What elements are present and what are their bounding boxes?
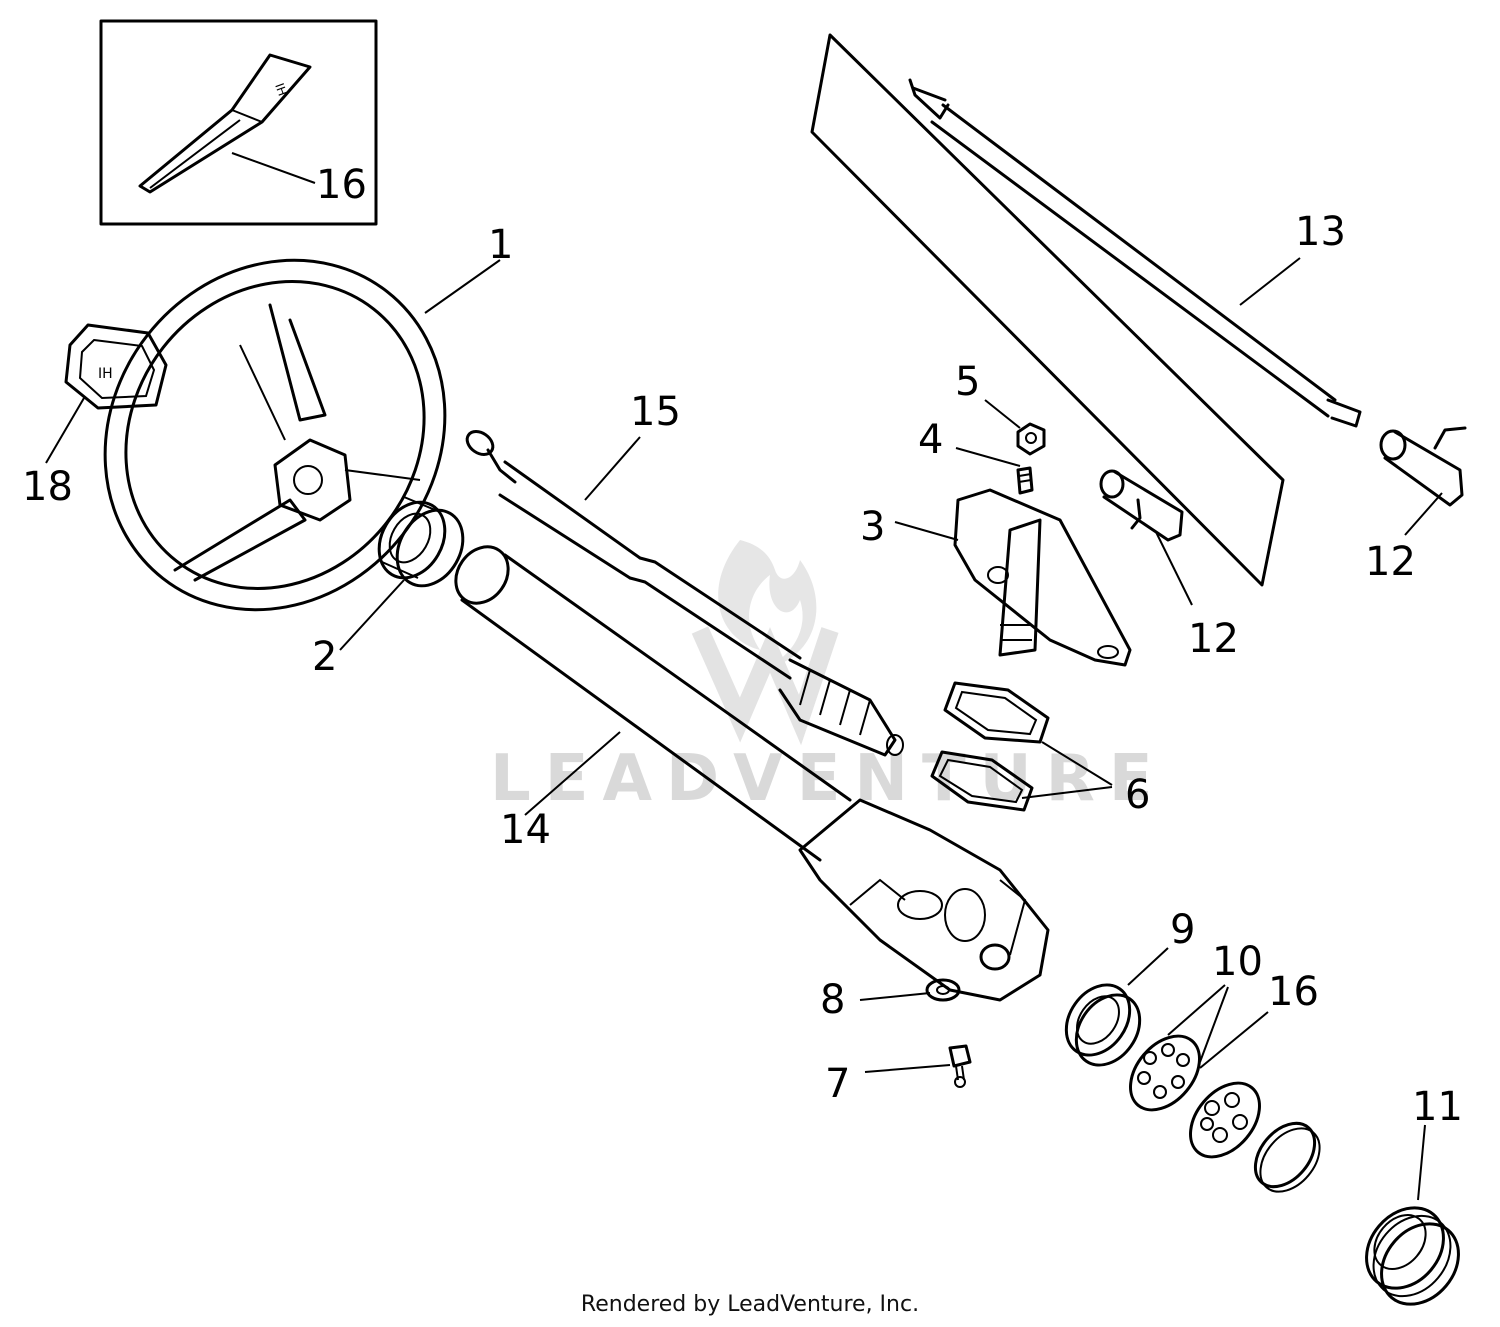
leader-11: [1417, 1124, 1426, 1201]
leader-16: [1199, 1011, 1269, 1069]
callout-13: 13: [1295, 209, 1346, 255]
callout-2: 2: [312, 634, 337, 680]
leader-10b: [1199, 986, 1229, 1063]
part-16-bearing: [1189, 1081, 1321, 1193]
callout-12-center: 12: [1188, 616, 1239, 662]
part-11-bushing: [1365, 1206, 1460, 1306]
part-18-emblem: IH: [64, 323, 168, 410]
part-3-steering-arm: [953, 488, 1132, 667]
part-5-nut: [1016, 422, 1046, 456]
watermark-text: LEADVENTURE: [490, 742, 1167, 816]
part-12-tie-rod-end-center: [1099, 469, 1184, 542]
leader-7: [864, 1064, 951, 1073]
callout-11: 11: [1412, 1084, 1463, 1130]
part-7-grease-fitting: [948, 1044, 972, 1088]
part-15-steering-shaft: [465, 430, 904, 757]
leader-13: [1239, 257, 1301, 306]
part-2-bearing: [377, 496, 465, 588]
part-4-set-screw: [1016, 466, 1034, 495]
callout-9: 9: [1170, 907, 1195, 953]
callout-1: 1: [488, 222, 513, 268]
leader-1: [424, 259, 501, 314]
callout-6: 6: [1125, 772, 1150, 818]
callout-18: 18: [22, 464, 73, 510]
leader-5: [984, 399, 1021, 429]
callout-4: 4: [918, 417, 943, 463]
callout-15: 15: [630, 389, 681, 435]
leader-12-right: [1404, 492, 1443, 536]
callout-7: 7: [825, 1061, 850, 1107]
svg-text:IH: IH: [272, 81, 289, 98]
leader-2: [339, 579, 405, 651]
inset-box: IH 16: [99, 19, 378, 226]
part-1-steering-wheel: [103, 258, 447, 612]
callout-10: 10: [1212, 939, 1263, 985]
callout-14: 14: [500, 807, 551, 853]
svg-text:IH: IH: [98, 366, 113, 382]
callout-3: 3: [860, 504, 885, 550]
part-6-shims: [930, 681, 1050, 812]
part-14-column: [454, 545, 1050, 1002]
leader-3: [894, 521, 959, 541]
part-8-washer: [925, 978, 961, 1002]
leader-15: [584, 436, 641, 501]
callout-5: 5: [955, 359, 980, 405]
callout-12-right: 12: [1365, 539, 1416, 585]
leader-8: [859, 992, 931, 1001]
leader-4: [955, 447, 1021, 467]
leader-12-center: [1155, 531, 1193, 606]
leader-18: [45, 397, 85, 464]
leader-14: [524, 731, 621, 816]
part-13-tie-rod: [810, 33, 1362, 587]
leader-6a: [1041, 741, 1113, 786]
footer-credit: Rendered by LeadVenture, Inc.: [580, 1292, 920, 1317]
inset-frame: [99, 19, 378, 226]
part-9-seal: [1064, 983, 1142, 1067]
leader-17: [231, 152, 316, 184]
leader-6b: [1021, 786, 1113, 799]
leader-10a: [1167, 984, 1226, 1036]
part-17-decal: IH: [138, 53, 312, 194]
callout-16: 16: [1268, 969, 1319, 1015]
callout-17: 16: [316, 162, 367, 208]
part-10-ball-bearing: [1129, 1034, 1201, 1112]
callout-8: 8: [820, 977, 845, 1023]
part-12-tie-rod-end-right: [1379, 426, 1467, 507]
leader-9: [1127, 947, 1169, 986]
